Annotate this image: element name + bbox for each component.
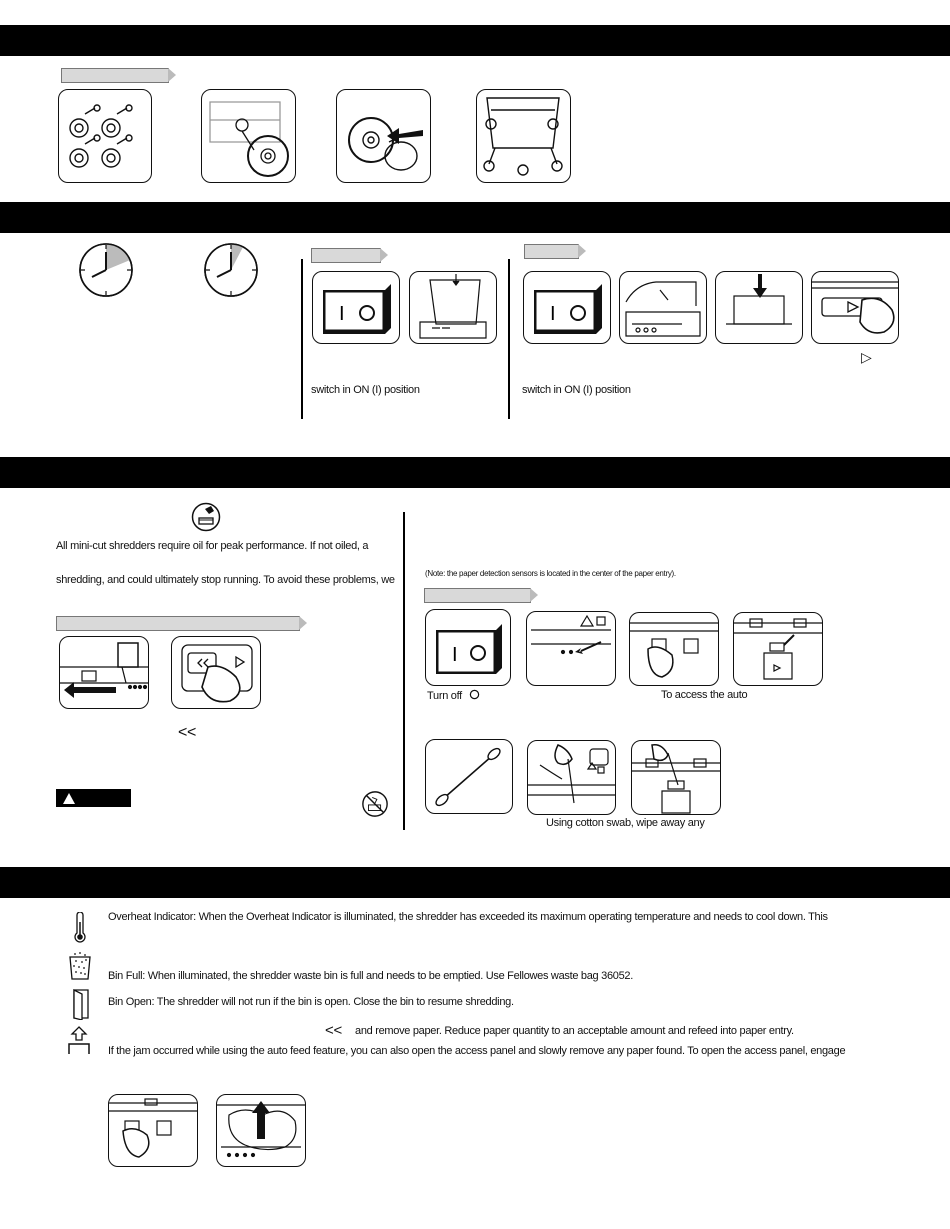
section-header-bar-4: [0, 867, 950, 898]
power-switch-illustration: I: [312, 271, 400, 344]
engage-access-panel-illustration: [108, 1094, 198, 1167]
svg-text:I: I: [339, 303, 345, 325]
bin-full-icon: [69, 952, 91, 980]
access-auto-label: To access the auto: [661, 689, 748, 701]
step-tag-sensor-cleaning: [424, 588, 538, 603]
wipe-auto-sensor-illustration: [631, 740, 721, 815]
oil-text-line-2: shredding, and could ultimately stop run…: [56, 574, 395, 586]
overheat-text: Overheat Indicator: When the Overheat In…: [108, 911, 828, 923]
oil-icon: [191, 502, 221, 532]
caution-text: CAUTION: [63, 810, 118, 824]
jam-text-line-2: If the jam occurred while using the auto…: [108, 1045, 846, 1057]
cotton-swab-label: Using cotton swab, wipe away any: [546, 817, 705, 829]
sensor-note: (Note: the paper detection sensors is lo…: [425, 569, 676, 578]
step-tag-auto: [524, 244, 586, 259]
turn-off-label: Turn off: [427, 689, 480, 702]
column-divider: [301, 259, 303, 419]
clock-icon: [79, 243, 133, 297]
apply-oil-illustration: [59, 636, 149, 709]
caster-socket-illustration: [201, 89, 296, 183]
shredder-with-casters-illustration: [476, 89, 571, 183]
svg-text:I: I: [452, 644, 458, 666]
bin-open-text: Bin Open: The shredder will not run if t…: [108, 996, 514, 1008]
section-header-bar-1: [0, 25, 950, 56]
no-aerosol-icon: [362, 791, 388, 817]
sensor-location-illustration: [526, 611, 616, 686]
turn-off-text: Turn off: [427, 690, 462, 702]
access-panel-illustration: [629, 612, 719, 686]
press-start-button-illustration: [811, 271, 899, 344]
cotton-swab-illustration: [425, 739, 513, 814]
casters-illustration: [58, 89, 152, 183]
jam-text-line-1: and remove paper. Reduce paper quantity …: [355, 1025, 794, 1037]
column-divider: [508, 259, 510, 419]
wipe-sensor-illustration: [527, 740, 616, 815]
off-circle-icon: [469, 689, 479, 700]
open-access-panel-illustration: [733, 612, 823, 686]
remove-jammed-paper-illustration: [216, 1094, 306, 1167]
play-symbol: ▷: [861, 349, 872, 365]
caution-label: CAUTION: [56, 789, 131, 824]
jam-reverse-symbol: <<: [325, 1022, 342, 1039]
reverse-symbol: <<: [178, 724, 197, 741]
manual-switch-note: switch in ON (I) position: [311, 384, 420, 396]
insert-caster-illustration: [336, 89, 431, 183]
section-header-bar-2: [0, 202, 950, 233]
bin-full-text: Bin Full: When illuminated, the shredder…: [108, 970, 633, 982]
power-switch-illustration: I: [523, 271, 611, 344]
paper-feed-illustration: [409, 271, 497, 344]
svg-text:I: I: [550, 303, 556, 325]
auto-switch-note: switch in ON (I) position: [522, 384, 631, 396]
clock-icon: [204, 243, 258, 297]
power-switch-illustration: I: [425, 609, 511, 686]
section-header-bar-3: [0, 457, 950, 488]
paper-jam-icon: [68, 1026, 90, 1054]
load-paper-illustration: [715, 271, 803, 344]
thermometer-icon: [74, 912, 86, 943]
bin-open-icon: [73, 988, 89, 1020]
press-reverse-illustration: [171, 636, 261, 709]
open-auto-feed-illustration: [619, 271, 707, 344]
step-tag-oiling: [56, 616, 307, 631]
step-tag-casters: [61, 68, 176, 83]
step-tag-manual: [311, 248, 388, 263]
oil-text-line-1: All mini-cut shredders require oil for p…: [56, 540, 369, 552]
column-divider: [403, 512, 405, 830]
